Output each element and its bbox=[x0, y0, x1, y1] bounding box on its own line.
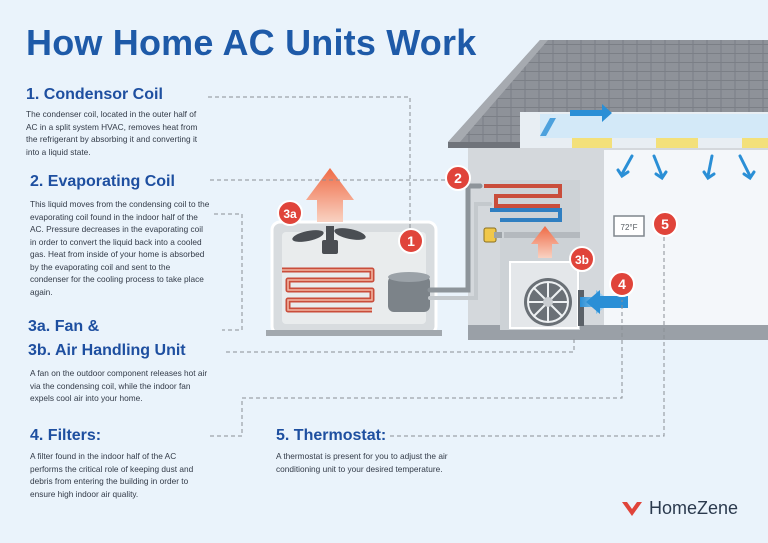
svg-text:4: 4 bbox=[618, 276, 626, 292]
svg-text:1: 1 bbox=[407, 233, 415, 249]
air-up-arrow-icon bbox=[531, 226, 559, 258]
ceiling-vent bbox=[742, 138, 768, 148]
marker-4: 4 bbox=[609, 271, 635, 297]
svg-text:5: 5 bbox=[661, 216, 669, 232]
text-thermostat: A thermostat is present for you to adjus… bbox=[276, 451, 448, 474]
ceiling-vent bbox=[572, 138, 612, 148]
homezene-logo: HomeZene bbox=[621, 498, 738, 519]
thermostat-device: 72°F bbox=[613, 215, 645, 237]
svg-text:2: 2 bbox=[454, 170, 462, 186]
heading-evaporating-coil: 2. Evaporating Coil bbox=[30, 173, 175, 190]
marker-3a: 3a bbox=[277, 200, 303, 226]
refrigerant-lines bbox=[427, 183, 492, 300]
heading-air-handling-unit: 3b. Air Handling Unit bbox=[28, 342, 186, 359]
leader-lines bbox=[208, 96, 665, 437]
expansion-valve-icon bbox=[483, 227, 502, 243]
hot-air-arrow-icon bbox=[306, 168, 354, 222]
logo-text: HomeZene bbox=[648, 498, 738, 518]
text-condensor-coil: The condenser coil, located in the outer… bbox=[26, 109, 198, 157]
svg-text:3b: 3b bbox=[575, 253, 589, 267]
heading-condensor-coil: 1. Condensor Coil bbox=[26, 86, 163, 103]
marker-1: 1 bbox=[398, 228, 424, 254]
marker-2: 2 bbox=[445, 165, 471, 191]
cold-air-arrow-icon bbox=[540, 104, 612, 136]
svg-text:3a: 3a bbox=[283, 207, 297, 221]
ceiling-vent bbox=[656, 138, 698, 148]
indoor-blower-fan-icon bbox=[524, 278, 572, 326]
page-title: How Home AC Units Work bbox=[26, 22, 477, 63]
cold-air-down-arrows-icon bbox=[616, 154, 756, 181]
heading-thermostat: 5. Thermostat: bbox=[276, 427, 387, 444]
thermostat-display: 72°F bbox=[621, 223, 638, 232]
marker-5: 5 bbox=[652, 211, 678, 237]
air-filter bbox=[578, 290, 584, 326]
heading-fan: 3a. Fan & bbox=[28, 318, 100, 335]
text-filters: A filter found in the indoor half of the… bbox=[30, 451, 194, 499]
outdoor-fan-icon bbox=[292, 226, 366, 254]
heading-filters: 4. Filters: bbox=[30, 427, 102, 444]
text-evaporating-coil: This liquid moves from the condensing co… bbox=[30, 199, 210, 297]
homezene-logo-icon bbox=[621, 501, 642, 516]
cold-air-duct bbox=[540, 114, 768, 138]
marker-3b: 3b bbox=[569, 246, 595, 272]
outdoor-condenser-unit bbox=[266, 220, 442, 336]
text-fan: A fan on the outdoor component releases … bbox=[30, 368, 208, 403]
